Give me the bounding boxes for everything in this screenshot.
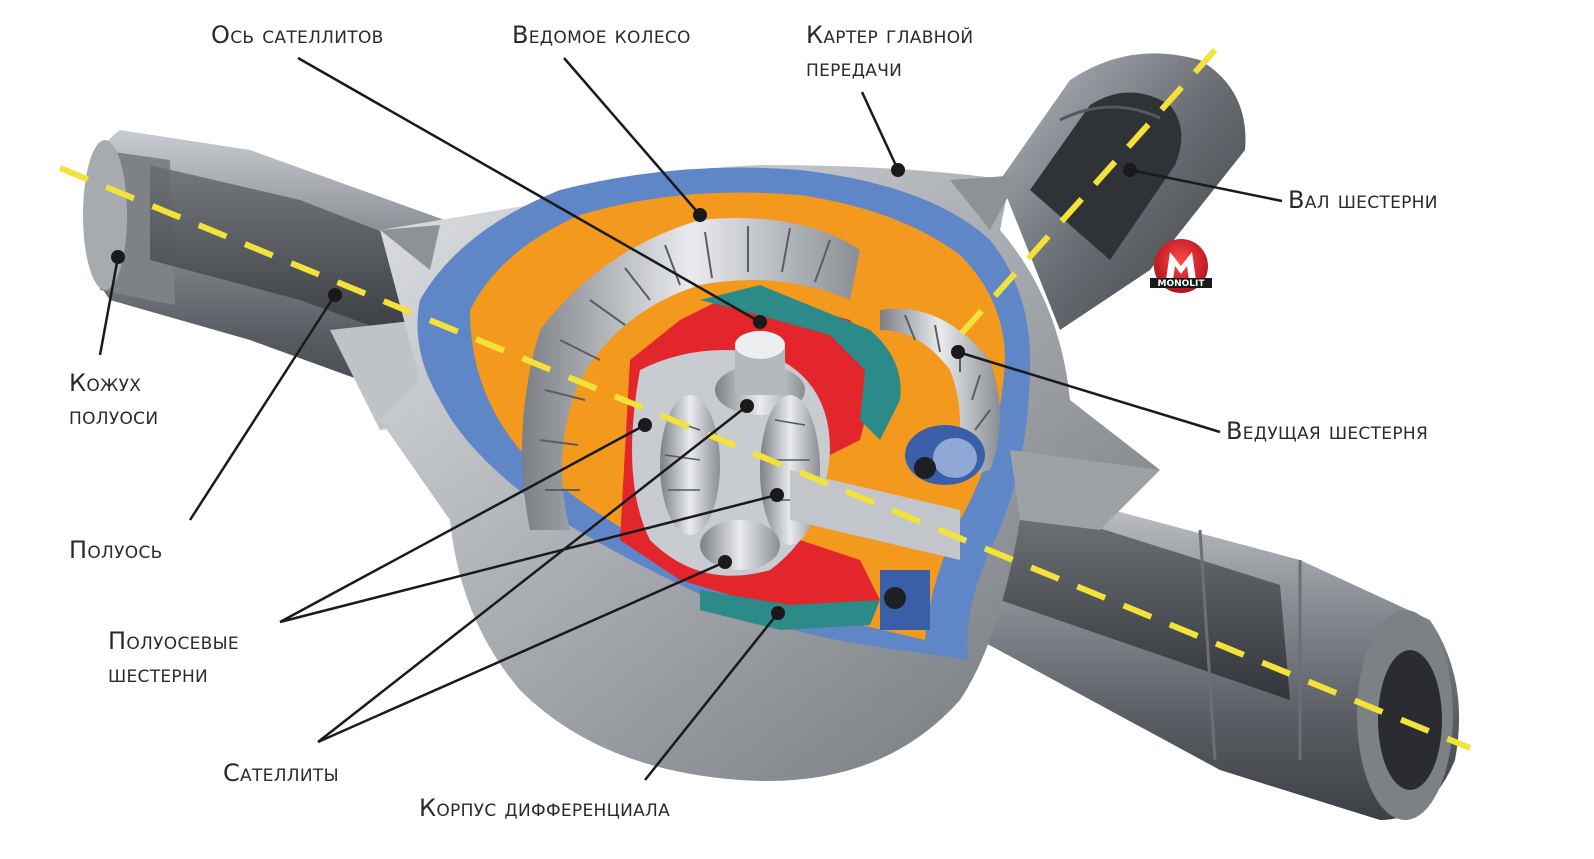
label-final-drive-housing: Картер главной передачи [806, 20, 973, 83]
label-final-drive-housing-line1: Картер главной [806, 21, 974, 49]
label-satellites: Сателлиты [223, 759, 339, 787]
leader-dots [111, 163, 1137, 620]
label-axle-housing-line2: полуоси [69, 402, 159, 430]
label-axle-housing-line1: Кожух [69, 369, 142, 397]
ring-gear [522, 218, 860, 530]
label-final-drive-housing-line2: передачи [806, 54, 903, 82]
label-side-gears-line2: шестерни [108, 660, 209, 688]
drive-pinion [790, 308, 1000, 630]
label-axle-housing: Кожух полуоси [69, 368, 158, 431]
label-axle-shaft: Полуось [69, 536, 163, 564]
label-pinion-shaft: Вал шестерни [1288, 186, 1438, 214]
label-diff-case: Корпус дифференциала [419, 794, 671, 822]
housing-fins [380, 175, 1160, 530]
label-side-gears: Полуосевые шестерни [108, 626, 239, 689]
monolit-logo: MONOLIT [1150, 239, 1212, 293]
right-axle-tube [980, 480, 1460, 820]
axis-lines [58, 47, 1472, 751]
label-driven-gear: Ведомое колесо [512, 21, 691, 49]
leader-lines [98, 56, 1283, 781]
logo-text: MONOLIT [1157, 279, 1205, 289]
label-drive-pinion: Ведущая шестерня [1226, 417, 1429, 445]
label-side-gears-line1: Полуосевые [108, 627, 239, 655]
label-satellite-axle: Ось сателлитов [211, 21, 384, 49]
